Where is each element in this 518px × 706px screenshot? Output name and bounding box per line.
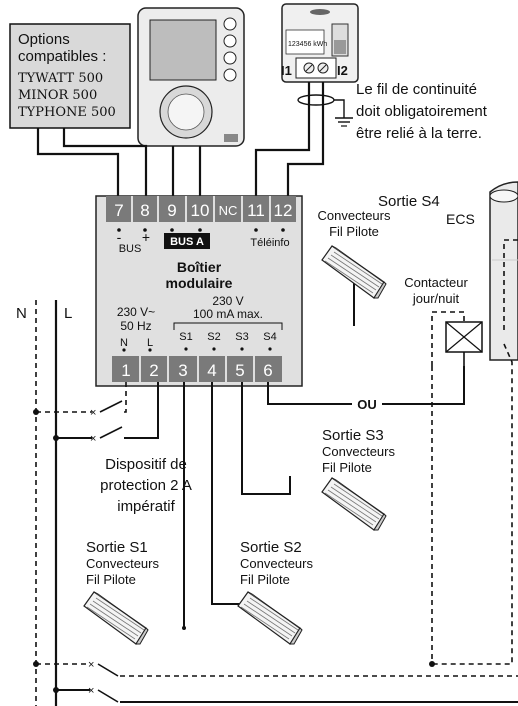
continuity-loop — [297, 94, 335, 106]
switch-cross-4: × — [88, 685, 94, 697]
contacteur-label-2: jour/nuit — [412, 291, 460, 306]
output-voltage: 230 V — [212, 294, 243, 308]
s2-fil-pilote: Fil Pilote — [240, 572, 290, 587]
ecs-label: ECS — [446, 211, 475, 227]
ou-label: OU — [357, 397, 377, 412]
switch-cross-2: × — [90, 433, 96, 445]
output-s1: S1 — [179, 331, 192, 343]
s3-convecteurs: Convecteurs — [322, 444, 395, 459]
convector-s2 — [237, 591, 303, 645]
label-n: N — [16, 305, 27, 322]
meter-terminal-i1: I1 — [281, 63, 292, 78]
label-l: L — [64, 305, 72, 322]
output-s2: S2 — [207, 331, 220, 343]
convector-s1 — [83, 591, 149, 645]
options-item-2: MINOR 500 — [18, 88, 97, 103]
meter-terminal-i2: I2 — [337, 63, 348, 78]
bus-label: BUS — [119, 243, 142, 255]
meter-device: 123456 kWh I1 I2 — [281, 3, 359, 83]
bus-a-badge — [164, 233, 210, 249]
box-title-1: Boîtier — [177, 259, 222, 275]
options-title-2: compatibles : — [18, 48, 106, 65]
power-frequency: 50 Hz — [120, 319, 151, 333]
terminal-nc: NC — [219, 203, 238, 218]
s4-convecteurs: Convecteurs — [318, 208, 391, 223]
protection-label-1: Dispositif de — [105, 456, 187, 473]
thermostat-device — [137, 7, 245, 147]
s1-fil-pilote: Fil Pilote — [86, 572, 136, 587]
sortie-s4-label: Sortie S4 — [378, 193, 440, 210]
bottom-terminal-strip: 1 2 3 4 5 6 — [121, 356, 273, 382]
sortie-s1-label: Sortie S1 — [86, 539, 148, 556]
output-s3: S3 — [235, 331, 248, 343]
terminal-1: 1 — [121, 361, 130, 380]
s4-fil-pilote: Fil Pilote — [329, 224, 379, 239]
s3-fil-pilote: Fil Pilote — [322, 460, 372, 475]
switch-cross-1: × — [90, 407, 96, 419]
sortie-s3-label: Sortie S3 — [322, 427, 384, 444]
power-l: L — [147, 337, 153, 349]
power-voltage: 230 V~ — [117, 305, 155, 319]
terminal-10: 10 — [191, 201, 210, 220]
bus-plus: + — [142, 229, 150, 245]
protection-label-2: protection 2 A — [100, 477, 192, 494]
top-terminal-strip: 7 8 9 10 NC 11 12 — [114, 196, 292, 222]
protection-label-3: impératif — [117, 498, 175, 515]
bus-minus: - — [117, 229, 122, 245]
convector-s3 — [321, 477, 387, 531]
options-title-1: Options — [18, 31, 70, 48]
bus-a-label: BUS A — [170, 236, 204, 248]
modular-box: 7 8 9 10 NC 11 12 - + BUS BUS A Téléinfo… — [95, 195, 303, 387]
terminal-5: 5 — [235, 361, 244, 380]
terminal-9: 9 — [167, 201, 176, 220]
terminal-2: 2 — [149, 361, 158, 380]
output-current: 100 mA max. — [193, 307, 263, 321]
note-line-3: être relié à la terre. — [356, 125, 482, 142]
terminal-6: 6 — [263, 361, 272, 380]
switch-cross-3: × — [88, 659, 94, 671]
terminal-11: 11 — [247, 201, 265, 220]
box-title-2: modulaire — [166, 275, 233, 291]
output-s4: S4 — [263, 331, 276, 343]
bottom-supply-wiring — [36, 663, 518, 703]
contactor — [431, 239, 518, 665]
terminal-7: 7 — [114, 201, 123, 220]
power-n: N — [120, 337, 128, 349]
terminal-8: 8 — [140, 201, 149, 220]
protection-wiring — [36, 382, 159, 439]
contacteur-label-1: Contacteur — [404, 275, 468, 290]
terminal-12: 12 — [274, 201, 293, 220]
teleinfo-label: Téléinfo — [250, 237, 289, 249]
options-item-1: TYWATT 500 — [18, 71, 103, 86]
note-line-1: Le fil de continuité — [356, 81, 477, 98]
terminal-4: 4 — [207, 361, 216, 380]
top-wires — [36, 82, 325, 196]
sortie-s2-label: Sortie S2 — [240, 539, 302, 556]
s2-convecteurs: Convecteurs — [240, 556, 313, 571]
options-box: Options compatibles : TYWATT 500 MINOR 5… — [9, 23, 131, 129]
terminal-3: 3 — [178, 361, 187, 380]
note-line-2: doit obligatoirement — [356, 103, 488, 120]
s1-convecteurs: Convecteurs — [86, 556, 159, 571]
options-item-3: TYPHONE 500 — [18, 105, 116, 120]
meter-display: 123456 kWh — [288, 41, 327, 48]
